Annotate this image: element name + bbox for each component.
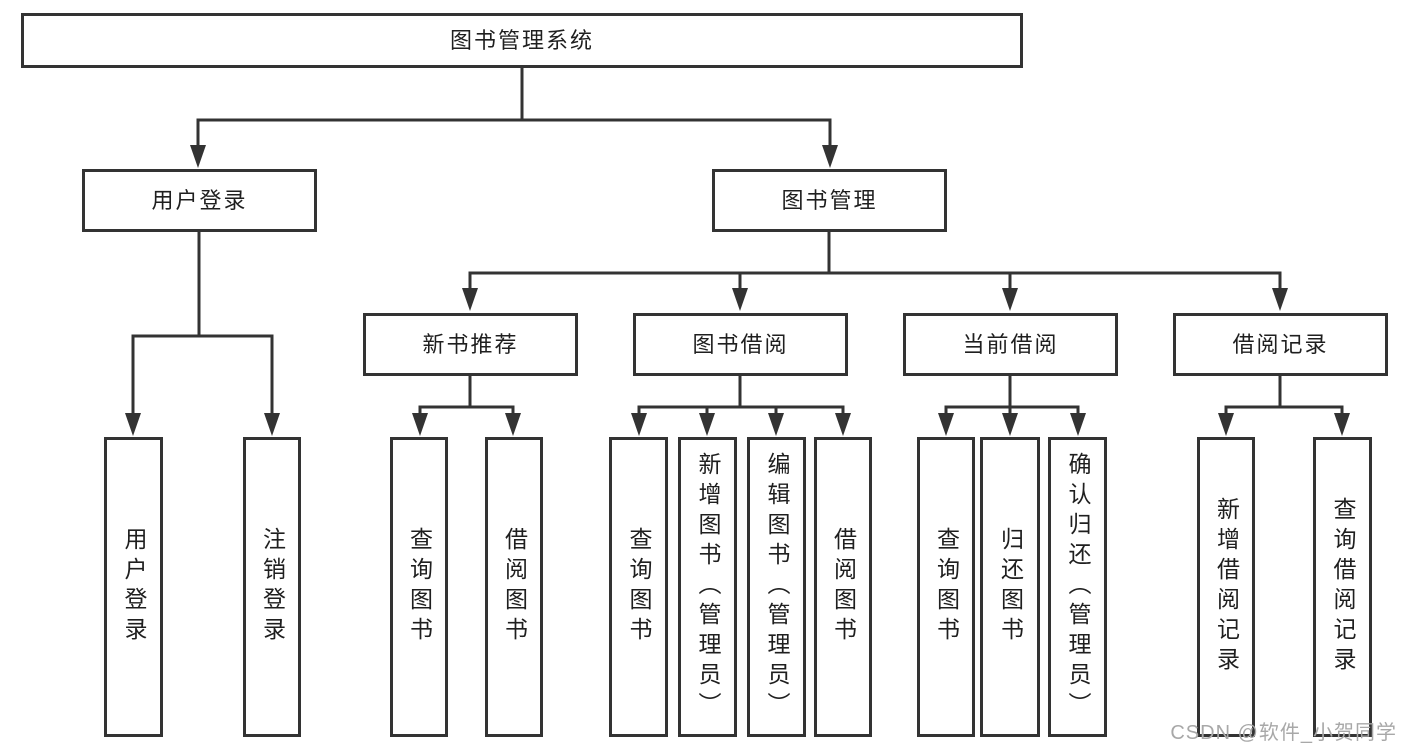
- leaf-recommend-query-book: 查询图书: [390, 437, 448, 737]
- watermark: CSDN @软件_小贺同学: [1170, 722, 1397, 744]
- node-label: 查询图书: [933, 527, 960, 647]
- leaf-borrow-edit-book-admin: 编辑图书（管理员）: [747, 437, 806, 737]
- arrowheads: [125, 145, 1350, 436]
- node-root: 图书管理系统: [21, 13, 1023, 68]
- node-label: 用户登录: [151, 187, 248, 213]
- leaf-logout: 注销登录: [243, 437, 301, 737]
- node-current-borrow: 当前借阅: [903, 313, 1118, 376]
- node-label: 用户登录: [121, 527, 147, 647]
- node-user-login: 用户登录: [82, 169, 317, 232]
- node-borrow-record: 借阅记录: [1173, 313, 1388, 376]
- node-label: 借阅图书: [501, 527, 528, 647]
- leaf-borrow-add-book-admin: 新增图书（管理员）: [678, 437, 737, 737]
- node-label: 查询图书: [626, 527, 652, 647]
- leaf-recommend-borrow-book: 借阅图书: [485, 437, 543, 737]
- leaf-current-query-book: 查询图书: [917, 437, 975, 737]
- node-book-borrow: 图书借阅: [633, 313, 848, 376]
- node-book-management: 图书管理: [712, 169, 947, 232]
- node-label: 新增借阅记录: [1213, 497, 1240, 677]
- node-label: 借阅图书: [830, 527, 857, 647]
- leaf-record-query: 查询借阅记录: [1313, 437, 1372, 737]
- node-label: 查询图书: [406, 527, 433, 647]
- node-label: 确认归还（管理员）: [1065, 452, 1091, 722]
- leaf-borrow-lend-book: 借阅图书: [814, 437, 872, 737]
- node-label: 编辑图书（管理员）: [764, 452, 790, 722]
- leaf-borrow-query-book: 查询图书: [609, 437, 668, 737]
- node-label: 图书借阅: [692, 331, 789, 357]
- node-label: 新增图书（管理员）: [695, 452, 721, 722]
- node-label: 新书推荐: [422, 331, 519, 357]
- node-label: 借阅记录: [1232, 331, 1329, 357]
- leaf-current-confirm-return-admin: 确认归还（管理员）: [1048, 437, 1107, 737]
- node-new-book-recommend: 新书推荐: [363, 313, 578, 376]
- node-label: 图书管理系统: [449, 27, 594, 53]
- node-label: 图书管理: [781, 187, 878, 213]
- node-label: 注销登录: [259, 527, 286, 647]
- leaf-user-login: 用户登录: [104, 437, 163, 737]
- node-label: 当前借阅: [962, 331, 1059, 357]
- node-label: 归还图书: [997, 527, 1024, 647]
- node-label: 查询借阅记录: [1330, 497, 1356, 677]
- leaf-record-add: 新增借阅记录: [1197, 437, 1255, 737]
- leaf-current-return-book: 归还图书: [980, 437, 1040, 737]
